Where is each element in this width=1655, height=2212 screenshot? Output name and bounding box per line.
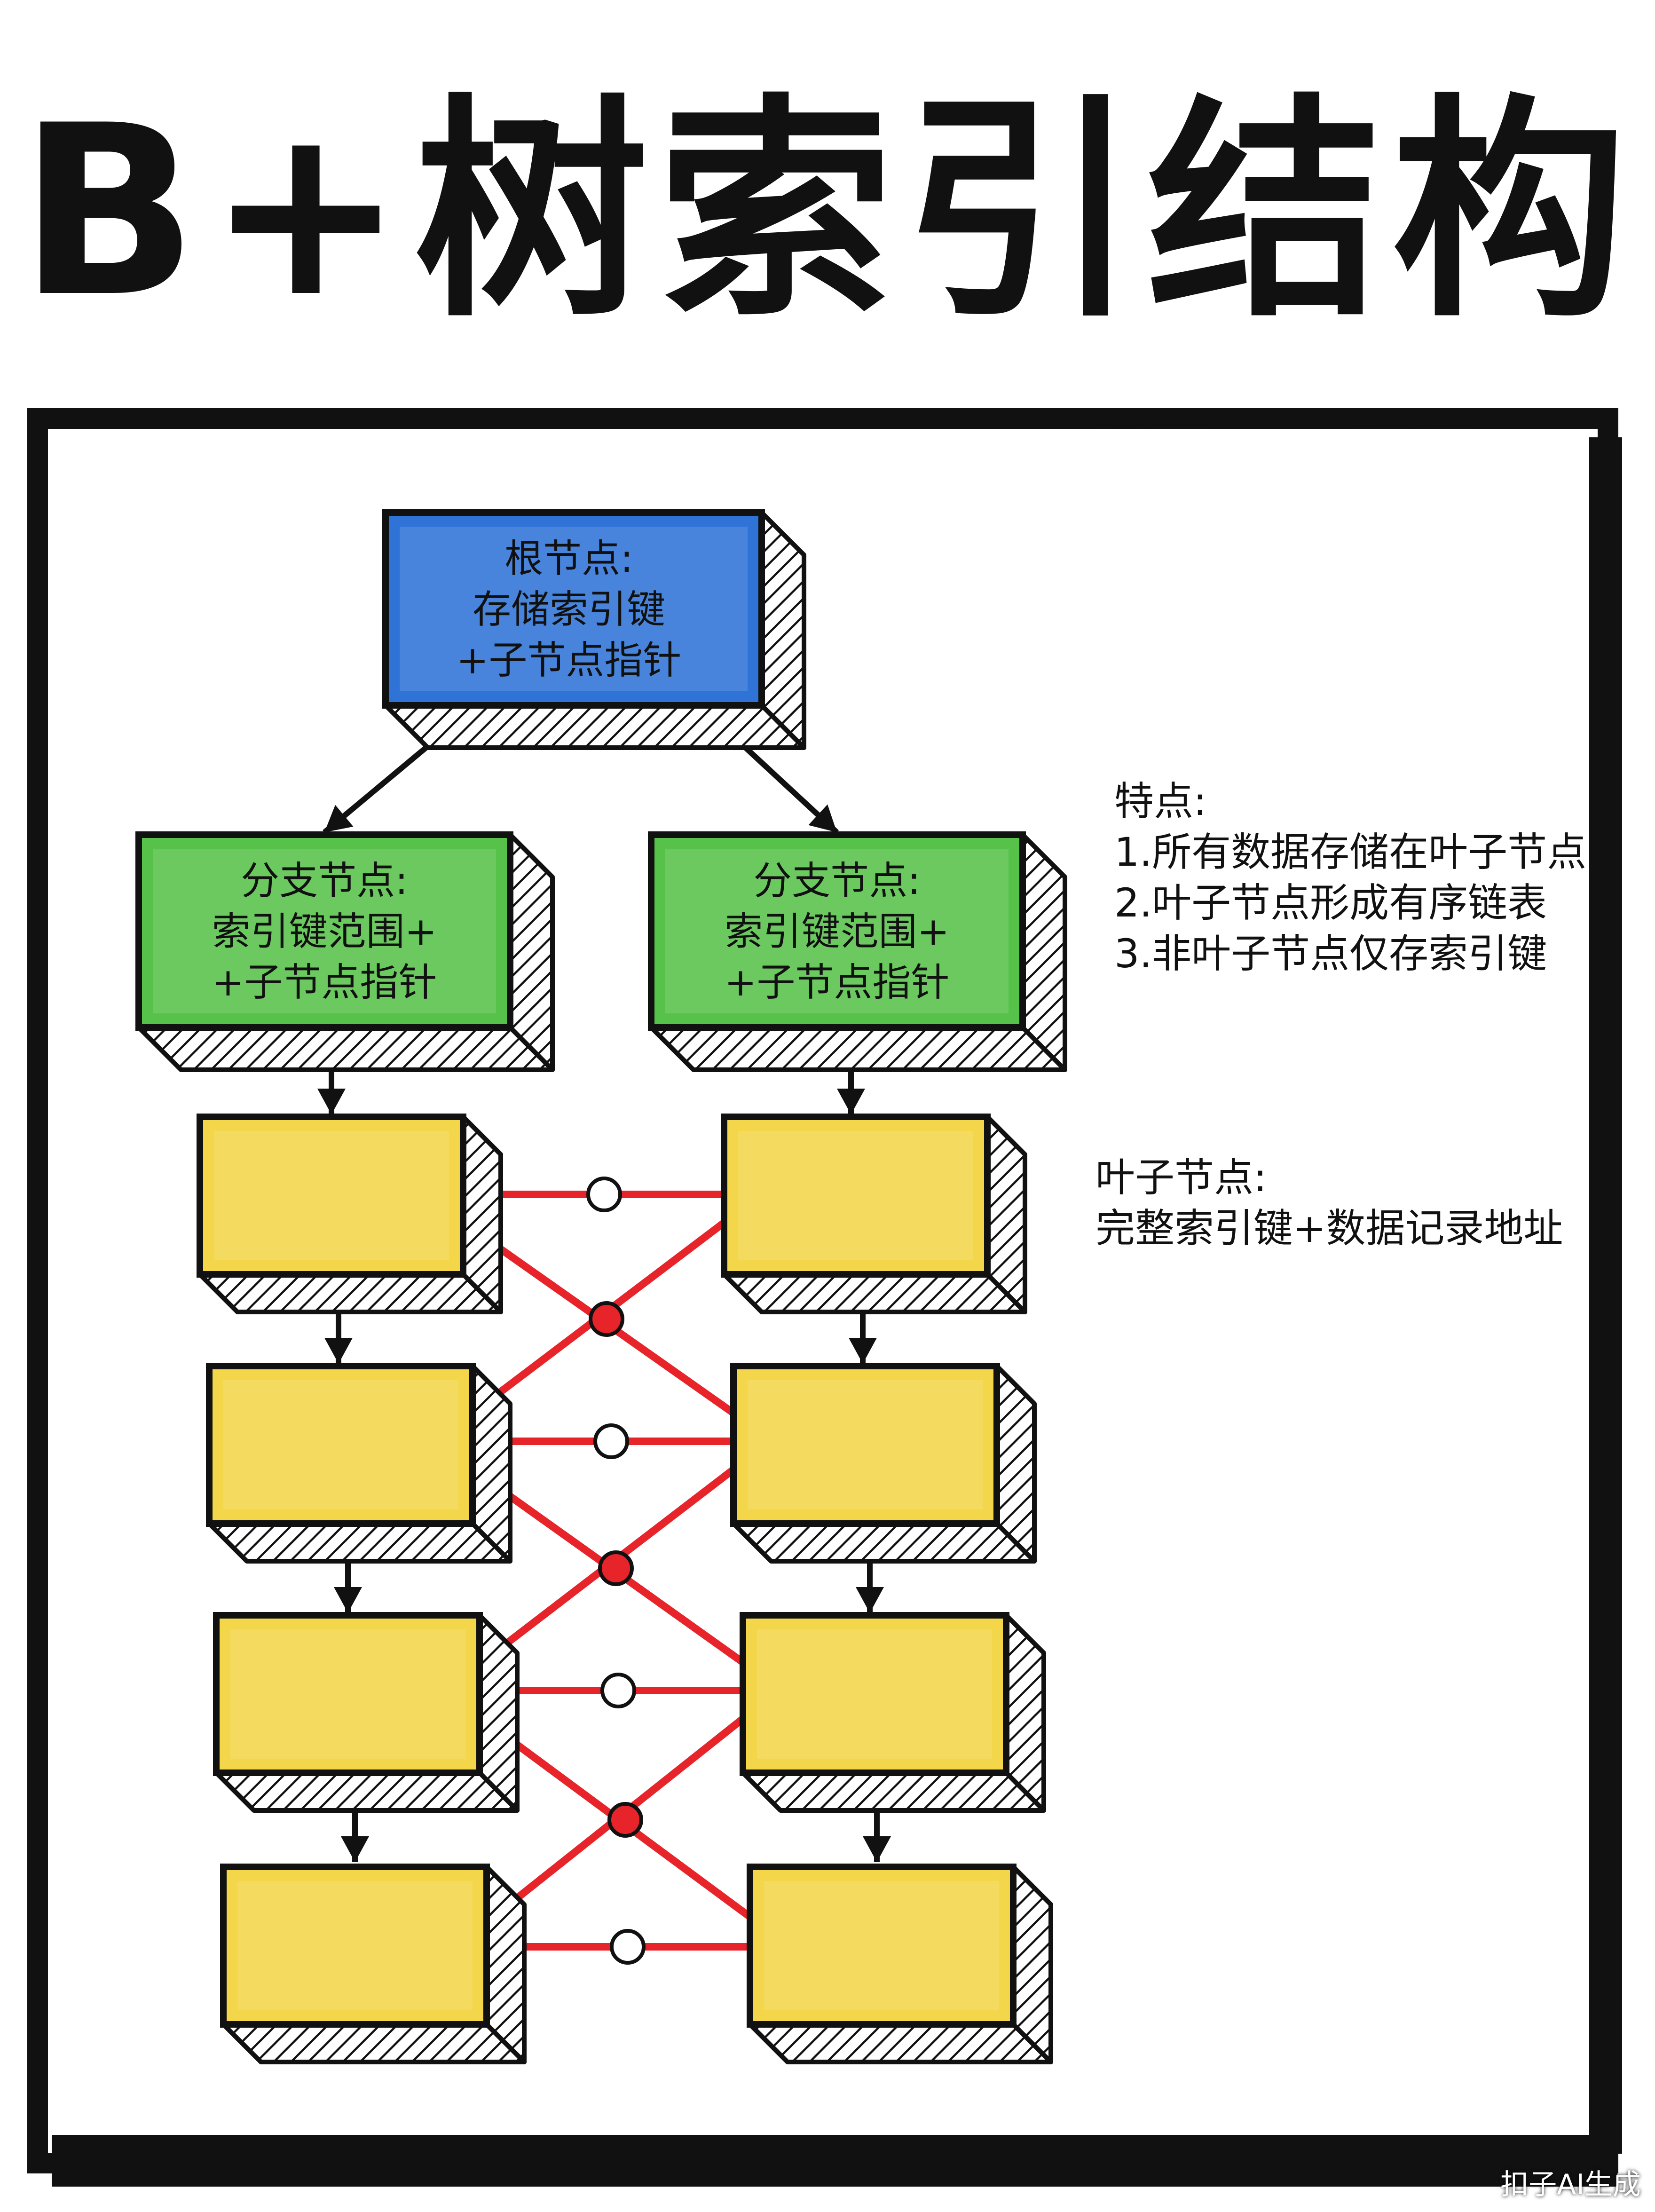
leaf-linked-list [461,1177,755,1965]
leaf-link-node [600,1673,636,1708]
page-title: B+树索引结构 [18,75,1637,348]
leaf-link-node [589,1301,624,1337]
branch-left-line-2: 索引键范围+ [212,909,437,954]
leaf-node-left-4 [220,1864,527,2064]
leaf-link-node [593,1423,629,1459]
tree-arrow-head [856,1587,884,1613]
branch-node-right [648,831,1067,1072]
tree-arrow-head [334,1587,362,1613]
features-item-3: 3.非叶子节点仅存索引键 [1114,931,1547,977]
leaf-node-right-4 [747,1864,1053,2064]
features-item-1: 1.所有数据存储在叶子节点 [1114,829,1587,875]
tree-arrow-head [324,1338,353,1364]
leaf-node-right-2 [730,1363,1037,1564]
branch-node-right-label: 分支节点: 索引键范围+ +子节点指针 [654,856,1020,1008]
tree-arrow-head [837,1089,865,1114]
tree-arrow-head [849,1338,877,1364]
leaf-node-right-3 [740,1612,1046,1813]
branch-right-line-1: 分支节点: [753,859,921,903]
tree-arrow-head [324,805,354,832]
features-item-2: 2.叶子节点形成有序链表 [1114,880,1547,926]
features-heading: 特点: [1114,778,1207,824]
leaf-note-text: 完整索引键+数据记录地址 [1095,1205,1563,1251]
watermark: 扣子AI生成 [1500,2168,1641,2201]
tree-arrow-head [863,1836,891,1862]
leaf-note-heading: 叶子节点: [1095,1154,1267,1201]
root-node-line-1: 根节点: [504,537,633,581]
frame-border [27,408,1622,2187]
root-node-line-3: +子节点指针 [456,638,682,683]
leaf-node-note: 叶子节点: 完整索引键+数据记录地址 [1095,1152,1563,1254]
leaf-link-node [586,1177,622,1212]
root-node [382,509,806,750]
leaf-node-right-1 [721,1114,1027,1314]
leaf-node-left-1 [197,1114,503,1314]
tree-arrow-head [317,1089,346,1114]
root-node-label: 根节点: 存储索引键 +子节点指针 [390,534,748,686]
branch-right-line-3: +子节点指针 [724,960,950,1005]
leaf-node-left-2 [206,1363,512,1564]
branch-left-line-3: +子节点指针 [212,960,437,1005]
tree-arrow-head [341,1836,369,1862]
branch-right-line-2: 索引键范围+ [724,909,950,954]
branch-node-left-label: 分支节点: 索引键范围+ +子节点指针 [141,856,508,1008]
branch-left-line-1: 分支节点: [241,859,408,903]
branch-node-left [135,831,555,1072]
root-node-line-2: 存储索引键 [472,587,665,632]
leaf-link-node [607,1802,643,1838]
tree-arrow-head [808,804,837,832]
leaf-node-left-3 [213,1612,520,1813]
leaf-link-node [610,1929,646,1965]
leaf-link-node [598,1550,634,1586]
features-note: 特点: 1.所有数据存储在叶子节点 2.叶子节点形成有序链表 3.非叶子节点仅存… [1114,776,1586,979]
